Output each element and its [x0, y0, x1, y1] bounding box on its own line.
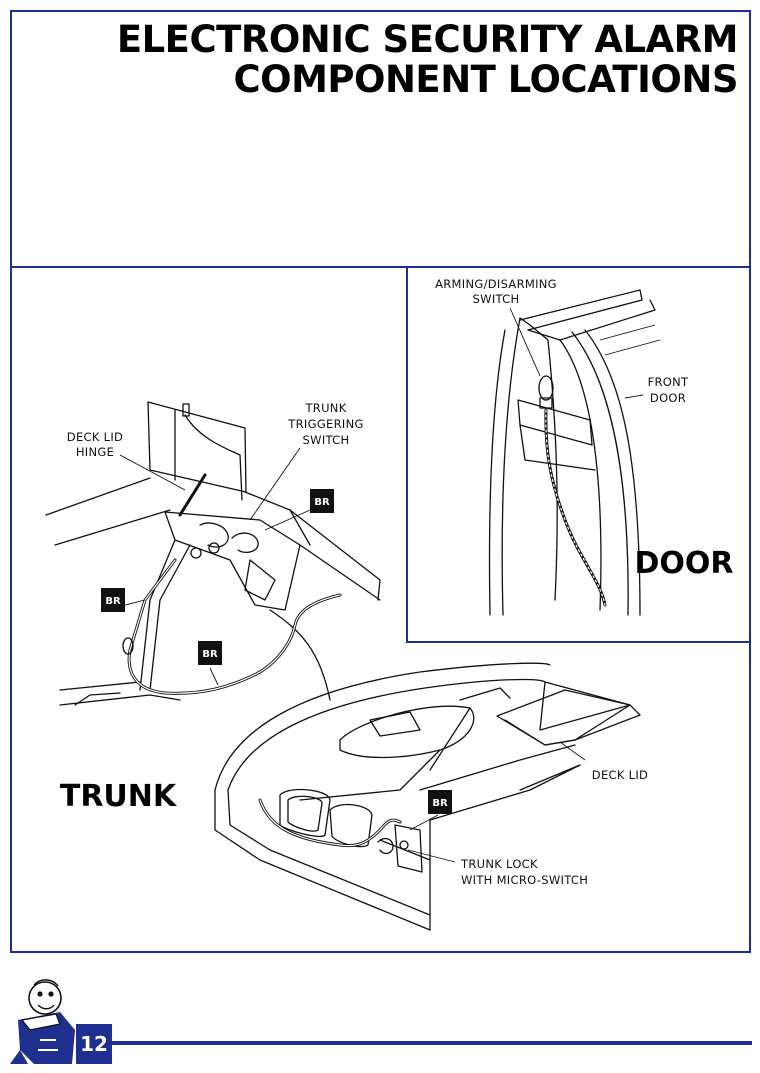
page-title: ELECTRONIC SECURITY ALARM COMPONENT LOCA… [116, 18, 739, 101]
page-number: 12 [76, 1024, 112, 1064]
page-title-line-2: COMPONENT LOCATIONS [233, 58, 738, 101]
trunk-trigger-label-1: TRUNK [304, 401, 346, 415]
page-title-line-1: ELECTRONIC SECURITY ALARM [116, 18, 739, 61]
svg-text:BR: BR [432, 798, 448, 809]
mascot-icon [10, 979, 75, 1064]
br-badge: BR [428, 790, 452, 814]
footer-rule [112, 1041, 752, 1045]
br-badge: BR [101, 588, 125, 612]
door-drawing [488, 289, 661, 616]
trunk-trigger-drawing [45, 401, 381, 706]
deck-lid-hinge-label-1: DECK LID [67, 430, 123, 444]
svg-text:BR: BR [202, 649, 218, 660]
front-door-label-1: FRONT [648, 375, 689, 389]
trunk-trigger-label-3: SWITCH [303, 433, 350, 447]
arming-switch-label-2: SWITCH [473, 292, 520, 306]
door-section-label: DOOR [634, 546, 733, 581]
br-badge: BR [198, 641, 222, 665]
deck-lid-drawing [214, 662, 641, 931]
trunk-section-label: TRUNK [60, 779, 178, 814]
arming-switch-label-1: ARMING/DISARMING [435, 277, 557, 291]
br-badge: BR [310, 489, 334, 513]
trunk-lock-label-2: WITH MICRO-SWITCH [461, 873, 588, 887]
door-inset-frame [406, 266, 751, 643]
svg-text:BR: BR [105, 596, 121, 607]
front-door-label-2: DOOR [650, 391, 686, 405]
deck-lid-hinge-label-2: HINGE [76, 445, 114, 459]
svg-text:BR: BR [314, 497, 330, 508]
trunk-lock-label-1: TRUNK LOCK [460, 857, 538, 871]
deck-lid-label: DECK LID [592, 768, 648, 782]
trunk-trigger-label-2: TRIGGERING [287, 417, 363, 431]
